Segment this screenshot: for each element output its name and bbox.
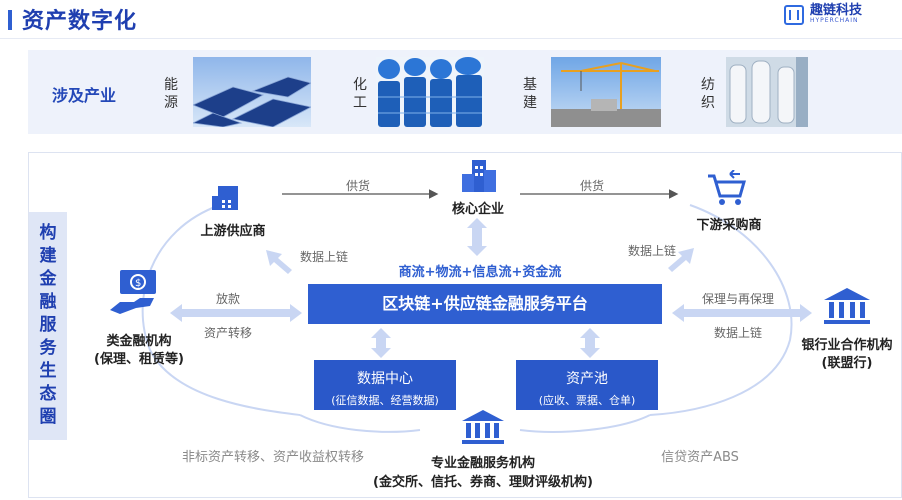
arrow-core-platform (467, 218, 487, 256)
asset-pool-box: 资产池 (应收、票据、仓单) (516, 360, 658, 410)
arrow-loan (170, 304, 302, 322)
logo-name: 趣链科技 (809, 3, 862, 18)
data-chain-label-right: 数据上链 (627, 244, 676, 258)
pro-financial-label: 专业金融服务机构 (430, 456, 535, 471)
data-center-box: 数据中心 (征信数据、经营数据) (314, 360, 456, 410)
industry-chemical-label: 化工 (353, 77, 367, 111)
industry-energy-label: 能源 (164, 77, 178, 111)
arrow-datacenter (371, 328, 391, 358)
industry-construction-label: 基建 (523, 77, 537, 111)
bank-partner-sub: (联盟行) (821, 356, 873, 371)
title-accent-bar (8, 10, 12, 30)
office-tower-icon (462, 160, 496, 192)
arrow-upstream-platform (266, 250, 292, 274)
industry-textile-label: 纺织 (701, 77, 715, 111)
ecosystem-label: 构建金融服务生态圈 (29, 222, 67, 429)
factoring-label: 保理与再保理 (701, 292, 774, 306)
data-center-sub: (征信数据、经营数据) (331, 394, 439, 407)
bank-partner-label: 银行业合作机构 (801, 338, 893, 353)
blockchain-platform-bar: 区块链+供应链金融服务平台 (308, 284, 662, 324)
pro-financial-sub: (金交所、信托、券商、理财评级机构) (373, 475, 593, 490)
brand-logo: 趣链科技 HYPERCHAIN (783, 3, 862, 25)
bank-icon-bottom (462, 410, 504, 444)
loan-label: 放款 (215, 292, 240, 306)
eco-cycle-oval-right (649, 204, 793, 416)
page-title: 资产数字化 (22, 9, 138, 34)
core-enterprise-label: 核心企业 (451, 202, 504, 217)
arrow-assetpool (580, 328, 600, 358)
arrow-bank (672, 304, 812, 322)
four-flows-label: 商流+物流+信息流+资金流 (398, 265, 562, 280)
logo-subtitle: HYPERCHAIN (809, 17, 859, 24)
ecosystem-label-box (29, 212, 67, 440)
quasi-financial-sub: (保理、租赁等) (94, 352, 184, 367)
construction-crane-photo (551, 57, 661, 127)
upstream-supplier-label: 上游供应商 (200, 224, 266, 239)
shopping-cart-icon (708, 170, 746, 205)
nonstandard-transfer-label: 非标资产转移、资产收益权转移 (181, 450, 364, 465)
hyperchain-logo-icon (783, 4, 804, 25)
bank-icon (824, 288, 870, 324)
textile-spools-photo (726, 57, 808, 127)
downstream-buyer-label: 下游采购商 (696, 218, 762, 233)
eco-cycle-oval (141, 204, 301, 416)
eco-label-text: 构建金融服务生态圈 (39, 223, 57, 427)
data-chain-label-bank: 数据上链 (713, 326, 762, 340)
eco-cycle-oval-bottom-right (519, 414, 651, 433)
credit-abs-label: 信贷资产ABS (661, 450, 739, 465)
svg-text:$: $ (135, 278, 141, 289)
asset-pool-sub: (应收、票据、仓单) (538, 394, 636, 407)
data-chain-label-left: 数据上链 (299, 250, 348, 264)
solar-panels-photo (193, 57, 311, 127)
supply-label-right: 供货 (579, 179, 604, 193)
quasi-financial-label: 类金融机构 (106, 334, 172, 349)
data-center-title: 数据中心 (357, 371, 413, 387)
supply-label-left: 供货 (345, 179, 370, 193)
asset-pool-title: 资产池 (566, 371, 608, 387)
arrow-downstream-platform (668, 248, 694, 272)
asset-transfer-label: 资产转移 (203, 326, 252, 340)
eco-cycle-oval-bottom (299, 414, 421, 433)
building-small-icon (212, 186, 238, 210)
industries-label: 涉及产业 (52, 86, 117, 105)
chemical-barrels-photo (376, 57, 484, 127)
money-hand-icon: $ (110, 270, 156, 314)
title-divider (0, 38, 902, 39)
